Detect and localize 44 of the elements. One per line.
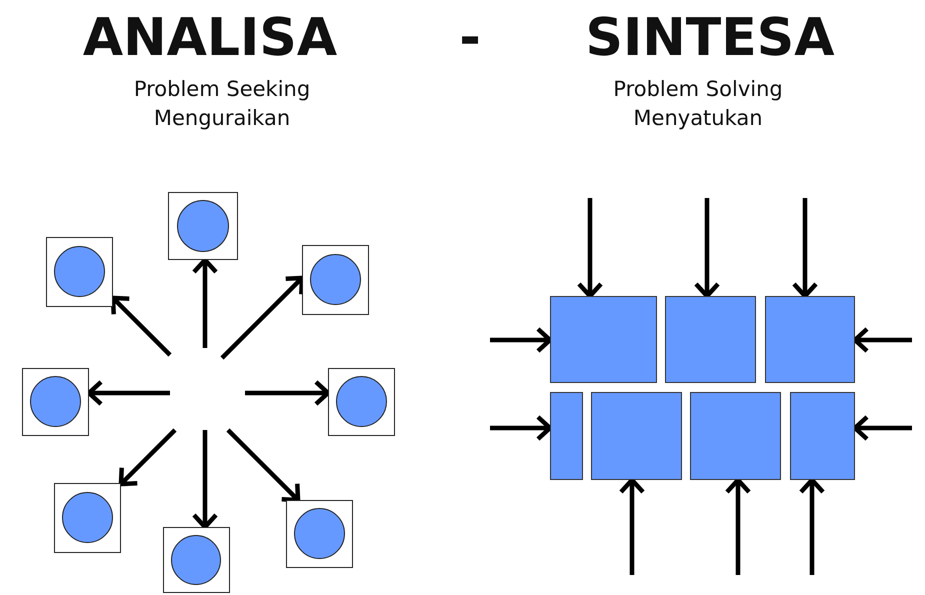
- arrow: [245, 380, 330, 406]
- square-frame: [302, 245, 369, 315]
- square-frame: [54, 483, 121, 553]
- arrow: [490, 326, 552, 354]
- circle-shape: [54, 246, 104, 297]
- heading: SINTESA: [586, 12, 834, 64]
- square-frame: [46, 237, 113, 307]
- square-frame: [168, 192, 238, 260]
- arrow: [792, 198, 818, 298]
- arrow: [220, 276, 304, 360]
- subtitle: Menyatukan: [633, 108, 763, 129]
- arrow: [490, 414, 552, 442]
- block: [790, 392, 855, 480]
- block: [690, 392, 781, 480]
- block: [665, 296, 756, 383]
- arrow: [694, 198, 720, 298]
- circle-shape: [310, 254, 360, 305]
- circle-shape: [30, 376, 80, 427]
- arrow: [110, 296, 172, 357]
- subtitle: Problem Seeking: [134, 79, 310, 100]
- subtitle: Problem Solving: [613, 79, 783, 100]
- block: [550, 392, 583, 480]
- square-frame: [22, 368, 89, 436]
- block: [765, 296, 855, 383]
- circle-shape: [336, 376, 386, 427]
- dash-separator: -: [459, 12, 481, 64]
- arrow: [576, 198, 604, 298]
- arrow: [192, 258, 218, 348]
- circle-shape: [294, 508, 344, 559]
- square-frame: [328, 368, 395, 436]
- arrow: [798, 478, 826, 575]
- heading: ANALISA: [82, 12, 338, 64]
- arrow: [226, 428, 300, 502]
- arrow: [118, 428, 177, 486]
- square-frame: [163, 527, 230, 593]
- subtitle: Menguraikan: [154, 108, 290, 129]
- arrow: [724, 478, 752, 575]
- circle-shape: [62, 492, 112, 543]
- block: [550, 296, 657, 383]
- block: [591, 392, 682, 480]
- circle-shape: [171, 534, 221, 584]
- arrow: [192, 430, 218, 530]
- arrow: [618, 478, 646, 575]
- square-frame: [286, 500, 353, 568]
